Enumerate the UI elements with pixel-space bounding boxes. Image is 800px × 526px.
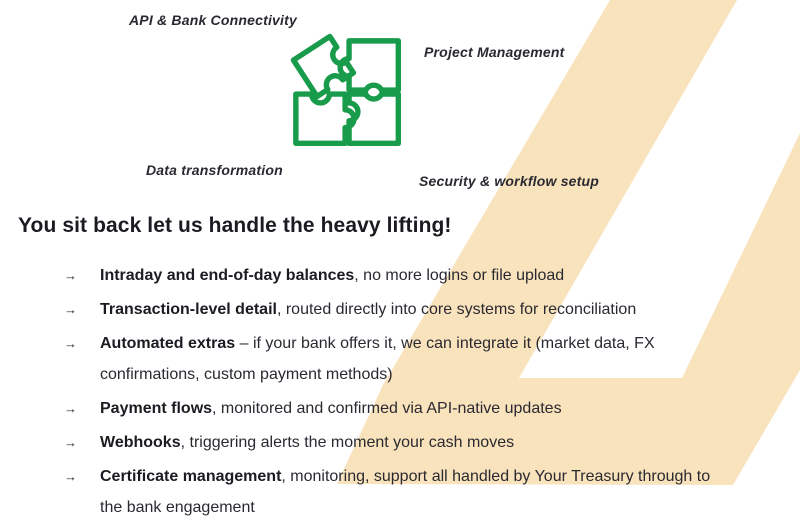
slide: API & Bank Connectivity Project Manageme… bbox=[18, 12, 710, 516]
list-item: → Intraday and end-of-day balances, no m… bbox=[64, 260, 724, 291]
puzzle-icon bbox=[290, 33, 402, 147]
list-item: → Webhooks, triggering alerts the moment… bbox=[64, 427, 724, 458]
list-item: → Certificate management, monitoring, su… bbox=[64, 461, 724, 523]
list-item: → Payment flows, monitored and confirmed… bbox=[64, 393, 724, 424]
list-item-text: Payment flows, monitored and confirmed v… bbox=[100, 400, 562, 417]
list-item-text: Webhooks, triggering alerts the moment y… bbox=[100, 434, 515, 451]
list-item: → Transaction-level detail, routed direc… bbox=[64, 294, 724, 325]
brand-slash-shape bbox=[337, 0, 800, 485]
list-item-text: Intraday and end-of-day balances, no mor… bbox=[100, 267, 565, 284]
list-item-text: Certificate management, monitoring, supp… bbox=[100, 468, 711, 516]
diagram-label-api-bank-connectivity: API & Bank Connectivity bbox=[129, 12, 297, 28]
feature-list: → Intraday and end-of-day balances, no m… bbox=[64, 260, 724, 526]
list-item-text: Automated extras – if your bank offers i… bbox=[100, 335, 655, 383]
bullet-arrow-icon: → bbox=[64, 435, 77, 450]
bullet-arrow-icon: → bbox=[64, 302, 77, 317]
bullet-arrow-icon: → bbox=[64, 336, 77, 351]
bullet-arrow-icon: → bbox=[64, 469, 77, 484]
page-title: You sit back let us handle the heavy lif… bbox=[18, 214, 452, 237]
bullet-arrow-icon: → bbox=[64, 268, 77, 283]
list-item: → Automated extras – if your bank offers… bbox=[64, 328, 724, 390]
diagram-label-data-transformation: Data transformation bbox=[146, 162, 283, 178]
list-item-text: Transaction-level detail, routed directl… bbox=[100, 301, 637, 318]
diagram-label-security-workflow-setup: Security & workflow setup bbox=[419, 173, 600, 189]
bullet-arrow-icon: → bbox=[64, 401, 77, 416]
diagram-label-project-management: Project Management bbox=[424, 44, 565, 60]
